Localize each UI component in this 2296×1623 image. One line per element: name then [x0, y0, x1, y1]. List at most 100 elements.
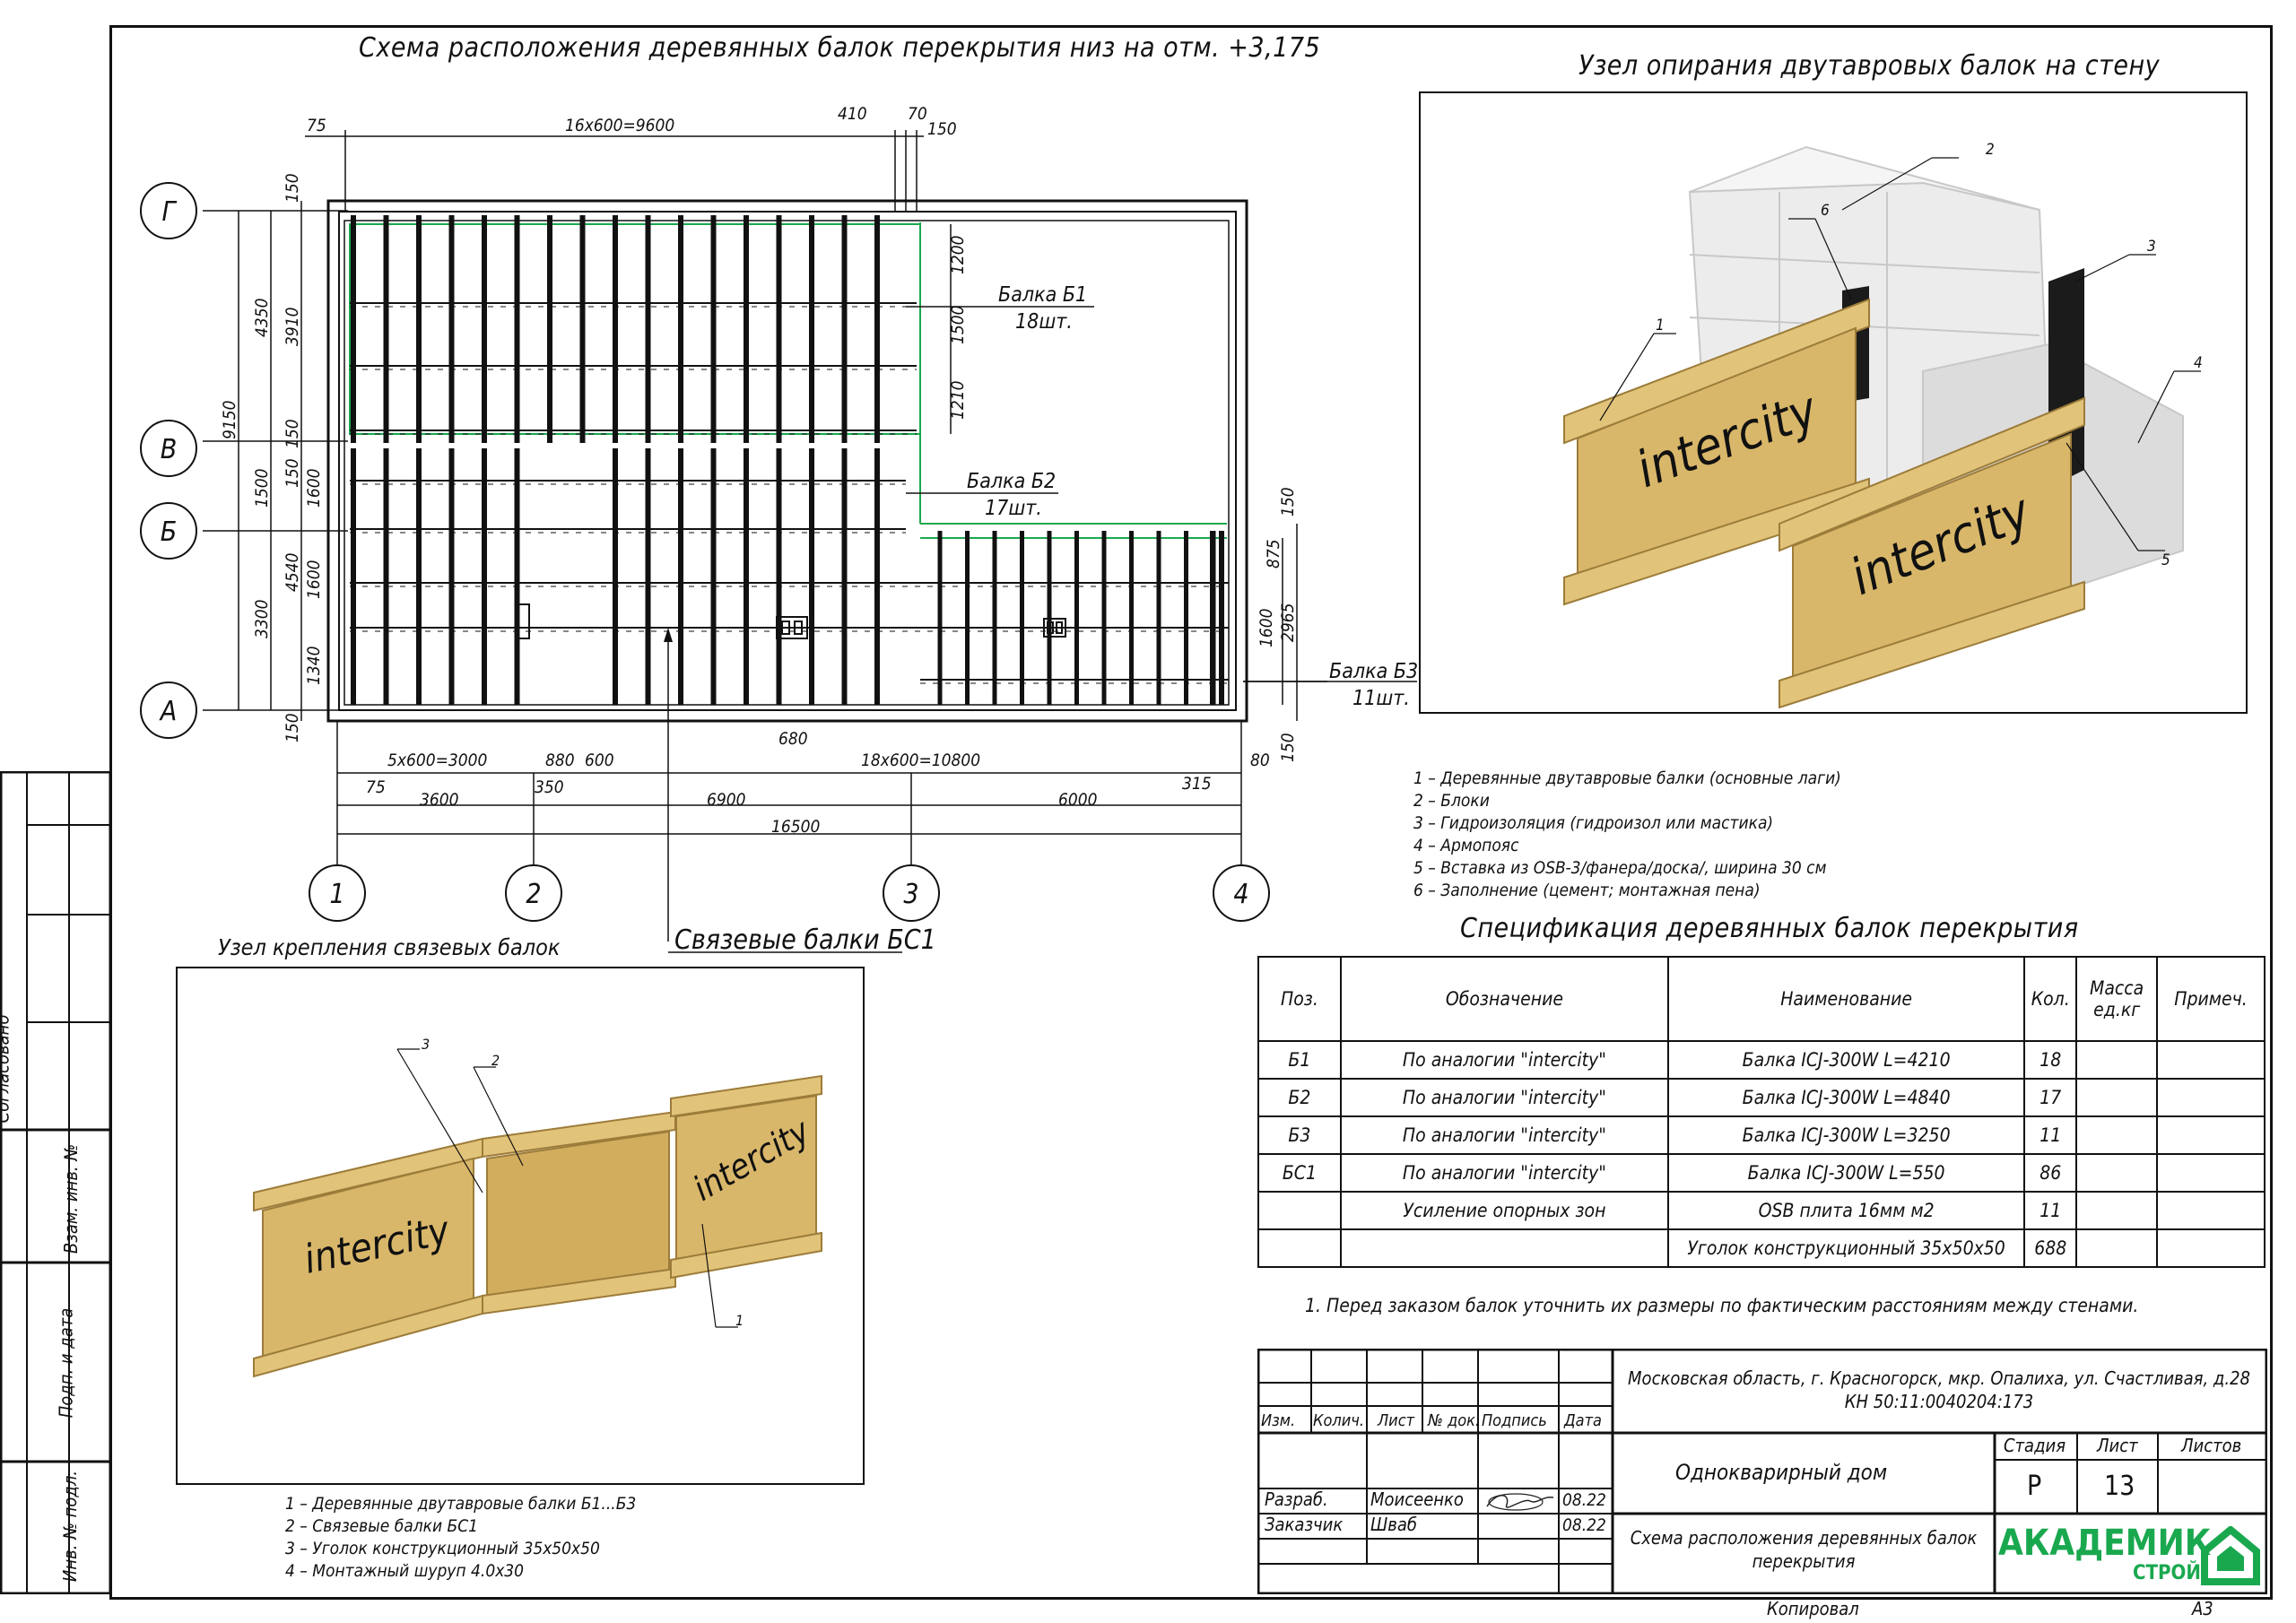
axis-letter-a: А — [159, 696, 177, 727]
side-sign-date-label: Подп. и дата — [55, 1307, 77, 1419]
tb-drawing-name: Схема расположения деревянных балок пере… — [1630, 1527, 1978, 1572]
link-legend-1: 1 – Деревянные двутавровые балки Б1...Б3 — [285, 1494, 637, 1514]
beam-b1-count: 18шт. — [1015, 310, 1073, 334]
dim-b1-1200: 1200 — [948, 235, 968, 274]
tb-role-dev: Разраб. — [1265, 1488, 1328, 1510]
link-legend-4: 4 – Монтажный шуруп 4.0х30 — [285, 1561, 525, 1581]
spec-cell: Балка ICJ-300W L=4840 — [1667, 1078, 2026, 1117]
spec-cell: Б1 — [1257, 1040, 1342, 1080]
spec-h-name: Наименование — [1667, 956, 2026, 1042]
spec-h-qty: Кол. — [2023, 956, 2078, 1042]
support-legend-3: 3 – Гидроизоляция (гидроизол или мастика… — [1413, 813, 1774, 833]
dim-left-4350: 4350 — [252, 298, 272, 337]
spec-cell: 17 — [2023, 1078, 2078, 1117]
side-inv-replace-label: Взам. инв. № — [60, 1143, 83, 1254]
link-beam-arrow — [664, 628, 673, 642]
axis-letter-g: Г — [161, 196, 177, 228]
dim-bot-80: 80 — [1250, 751, 1270, 770]
dim-left-3300: 3300 — [252, 599, 272, 638]
dim-bot-10800: 18x600=10800 — [861, 751, 980, 770]
dim-b1-1210: 1210 — [948, 380, 968, 420]
spec-title: Спецификация деревянных балок перекрытия — [1460, 913, 2079, 944]
dim-top-410: 410 — [838, 104, 867, 124]
side-agreed-label: Согласовано — [0, 1014, 13, 1124]
spec-cell — [1339, 1228, 1670, 1268]
spec-cell: 11 — [2023, 1191, 2078, 1230]
support-callout-3: 3 — [2147, 238, 2156, 256]
dim-inner-150-b: 150 — [283, 419, 302, 448]
spec-cell — [2075, 1191, 2159, 1230]
spec-cell: OSB плита 16мм м2 — [1667, 1191, 2026, 1230]
support-legend-5: 5 – Вставка из OSB-3/фанера/доска/, шири… — [1413, 858, 1827, 878]
spec-cell: Усиление опорных зон — [1339, 1191, 1670, 1230]
support-node-frame — [1419, 91, 2248, 714]
tb-date-client: 08.22 — [1562, 1515, 1606, 1535]
tb-sheet-label: Лист — [2097, 1435, 2138, 1456]
dim-bot2-6000: 6000 — [1058, 790, 1098, 810]
spec-cell — [2075, 1115, 2159, 1155]
support-legend-6: 6 – Заполнение (цемент; монтажная пена) — [1413, 881, 1761, 900]
link-callout-3: 3 — [422, 1036, 430, 1053]
house-logo-icon — [2201, 1526, 2260, 1585]
link-node-title: Узел крепления связевых балок — [218, 934, 561, 960]
spec-table: Поз. Обозначение Наименование Кол. Масса… — [1257, 956, 2266, 1268]
spec-cell — [2156, 1228, 2266, 1268]
link-beam-cross — [482, 1110, 676, 1315]
support-callout-5: 5 — [2161, 551, 2170, 569]
spec-cell: Б3 — [1257, 1115, 1342, 1155]
dim-b3-2965: 2965 — [1278, 603, 1298, 643]
dim-bot-315: 315 — [1182, 774, 1212, 794]
link-legend-2: 2 – Связевые балки БС1 — [285, 1516, 479, 1536]
dim-total-16500: 16500 — [771, 817, 820, 837]
support-callout-1: 1 — [1656, 317, 1665, 334]
spec-cell — [2156, 1153, 2266, 1193]
tb-h-list: Лист — [1378, 1411, 1415, 1430]
link-legend: 1 – Деревянные двутавровые балки Б1...Б3… — [285, 1493, 636, 1583]
spec-cell — [1257, 1228, 1342, 1268]
spec-cell — [2156, 1078, 2266, 1117]
spec-cell — [2156, 1115, 2266, 1155]
dim-bot2-3600: 3600 — [420, 790, 459, 810]
dim-left-1500: 1500 — [252, 468, 272, 508]
link-callouts: 3 2 1 — [396, 1036, 744, 1329]
dim-bot2-75: 75 — [366, 777, 386, 797]
link-legend-3: 3 – Уголок конструкционный 35х50х50 — [285, 1539, 600, 1558]
support-node-illustration: intercity intercity 1 2 3 4 5 6 — [1563, 141, 2203, 708]
dim-inner-1340: 1340 — [304, 646, 324, 685]
spec-cell: Б2 — [1257, 1078, 1342, 1117]
logo-sub: СТРОЙ — [2133, 1562, 2201, 1584]
link-beam-separate: intercity — [670, 1074, 822, 1280]
spec-h-designation: Обозначение — [1339, 956, 1670, 1042]
spec-h-note: Примеч. — [2156, 956, 2266, 1042]
spec-h-pos: Поз. — [1257, 956, 1342, 1042]
support-node-title: Узел опирания двутавровых балок на стену — [1578, 50, 2161, 82]
tb-address: Московская область, г. Красногорск, мкр.… — [1628, 1367, 2250, 1412]
dim-b3-150-bot: 150 — [1278, 733, 1298, 762]
side-stamp: Согласовано Взам. инв. № Подп. и дата Ин… — [0, 770, 112, 1595]
tb-name-client: Шваб — [1370, 1514, 1417, 1535]
title-block-grid — [1257, 1349, 2267, 1594]
axis-number-4: 4 — [1233, 879, 1248, 910]
spec-cell — [2075, 1040, 2159, 1080]
i-beam-right: intercity — [1779, 396, 2085, 708]
spec-cell: Балка ICJ-300W L=550 — [1667, 1153, 2026, 1193]
dim-inner-4540: 4540 — [283, 552, 302, 592]
spec-cell — [2156, 1191, 2266, 1230]
tb-h-date: Дата — [1564, 1411, 1602, 1430]
link-beams-label: Связевые балки БС1 — [674, 924, 936, 956]
academic-logo: АКАДЕМИК СТРОЙ — [1998, 1519, 2264, 1591]
support-legend-1: 1 – Деревянные двутавровые балки (основн… — [1413, 768, 1841, 788]
spec-cell: Балка ICJ-300W L=3250 — [1667, 1115, 2026, 1155]
spec-cell: 688 — [2023, 1228, 2078, 1268]
spec-cell: БС1 — [1257, 1153, 1342, 1193]
beam-zones — [349, 222, 1227, 539]
link-callout-2: 2 — [491, 1052, 500, 1069]
dim-bot2-350: 350 — [535, 777, 564, 797]
spec-cell: По аналогии "intercity" — [1339, 1040, 1670, 1080]
dim-inner-1600-a: 1600 — [304, 468, 324, 508]
spec-note: 1. Перед заказом балок уточнить их разме… — [1305, 1295, 2139, 1316]
